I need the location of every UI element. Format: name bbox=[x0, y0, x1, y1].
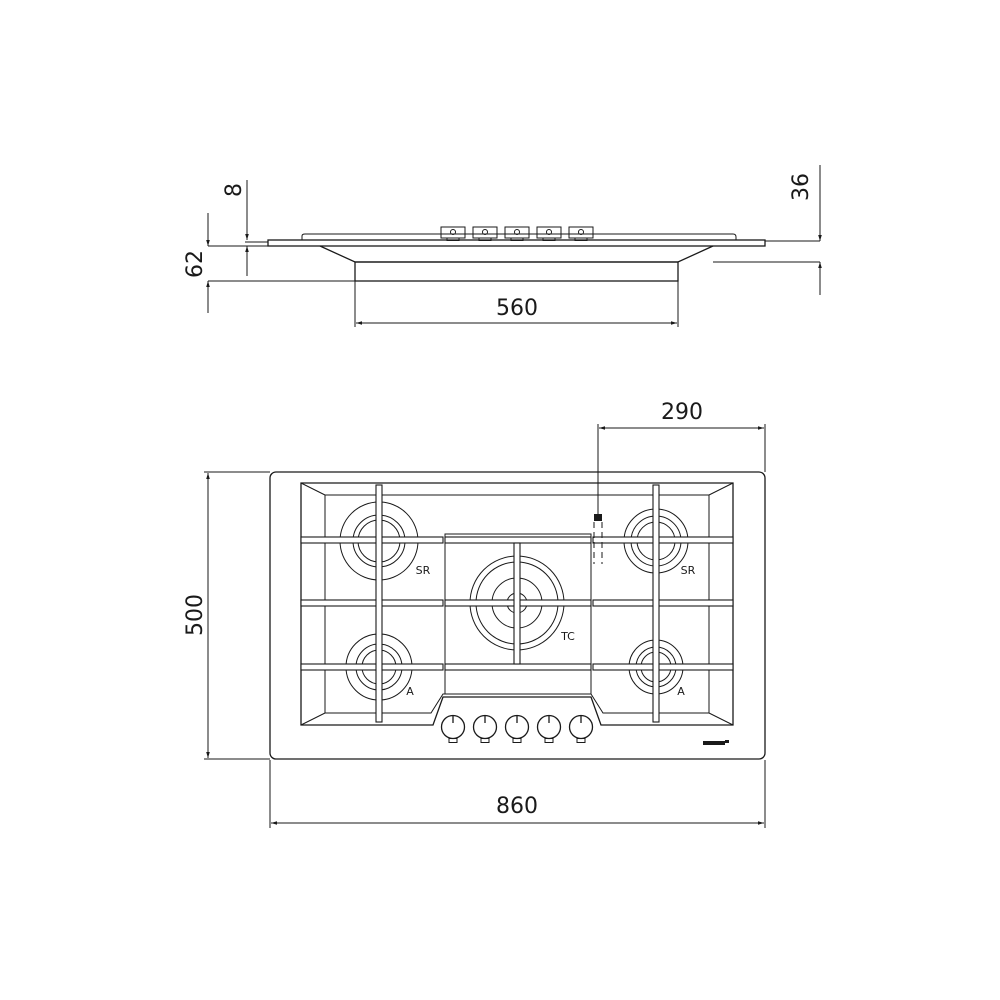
lower-body bbox=[354, 261, 679, 282]
grate-bar-vertical bbox=[375, 484, 383, 723]
grate-bar-horizontal bbox=[592, 663, 734, 671]
pan-supports bbox=[300, 484, 734, 723]
side-knob bbox=[472, 226, 498, 241]
center-grate-frame bbox=[444, 533, 592, 695]
burner-tray bbox=[319, 245, 714, 263]
brand-logo bbox=[703, 740, 729, 745]
grate-bar-vertical bbox=[513, 542, 521, 665]
grate-bar-horizontal bbox=[300, 663, 444, 671]
side-knob bbox=[440, 226, 466, 241]
side-knobs bbox=[440, 226, 594, 241]
dim-62-label: 62 bbox=[183, 250, 208, 278]
grate-bar-horizontal bbox=[300, 536, 444, 544]
control-knob[interactable] bbox=[440, 714, 466, 743]
control-panel-contour bbox=[301, 233, 737, 240]
side-knob bbox=[504, 226, 530, 241]
side-view: 62 8 36 560 bbox=[183, 165, 822, 327]
control-knob[interactable] bbox=[504, 714, 530, 743]
dim-36-label: 36 bbox=[789, 173, 814, 201]
dim-560-label: 560 bbox=[496, 296, 538, 321]
control-knobs bbox=[440, 714, 594, 743]
side-knob bbox=[568, 226, 594, 241]
grate-bar-horizontal bbox=[444, 536, 592, 544]
grate-bar-horizontal bbox=[592, 599, 734, 607]
hob-outline bbox=[269, 471, 766, 760]
recess-outer bbox=[300, 482, 734, 726]
grate-bar-horizontal bbox=[300, 599, 444, 607]
dim-290-label: 290 bbox=[661, 400, 703, 425]
top-view: SR TC SR A A 290 500 860 bbox=[183, 400, 766, 828]
control-knob[interactable] bbox=[472, 714, 498, 743]
burner-label: SR bbox=[416, 564, 431, 577]
burner-label: A bbox=[406, 685, 414, 698]
side-knob bbox=[536, 226, 562, 241]
thermocouple-marker bbox=[594, 514, 602, 521]
burner-label: A bbox=[677, 685, 685, 698]
burner-label: SR bbox=[681, 564, 696, 577]
dim-860-label: 860 bbox=[496, 794, 538, 819]
dim-500-label: 500 bbox=[183, 594, 208, 636]
control-knob[interactable] bbox=[536, 714, 562, 743]
dim-8-label: 8 bbox=[222, 183, 247, 197]
grate-bar-horizontal bbox=[592, 536, 734, 544]
grate-bar-vertical bbox=[652, 484, 660, 723]
control-knob[interactable] bbox=[568, 714, 594, 743]
grate-bar-horizontal bbox=[444, 663, 592, 671]
burner-labels: SR TC SR A A bbox=[406, 564, 695, 698]
burner-label: TC bbox=[560, 630, 575, 643]
